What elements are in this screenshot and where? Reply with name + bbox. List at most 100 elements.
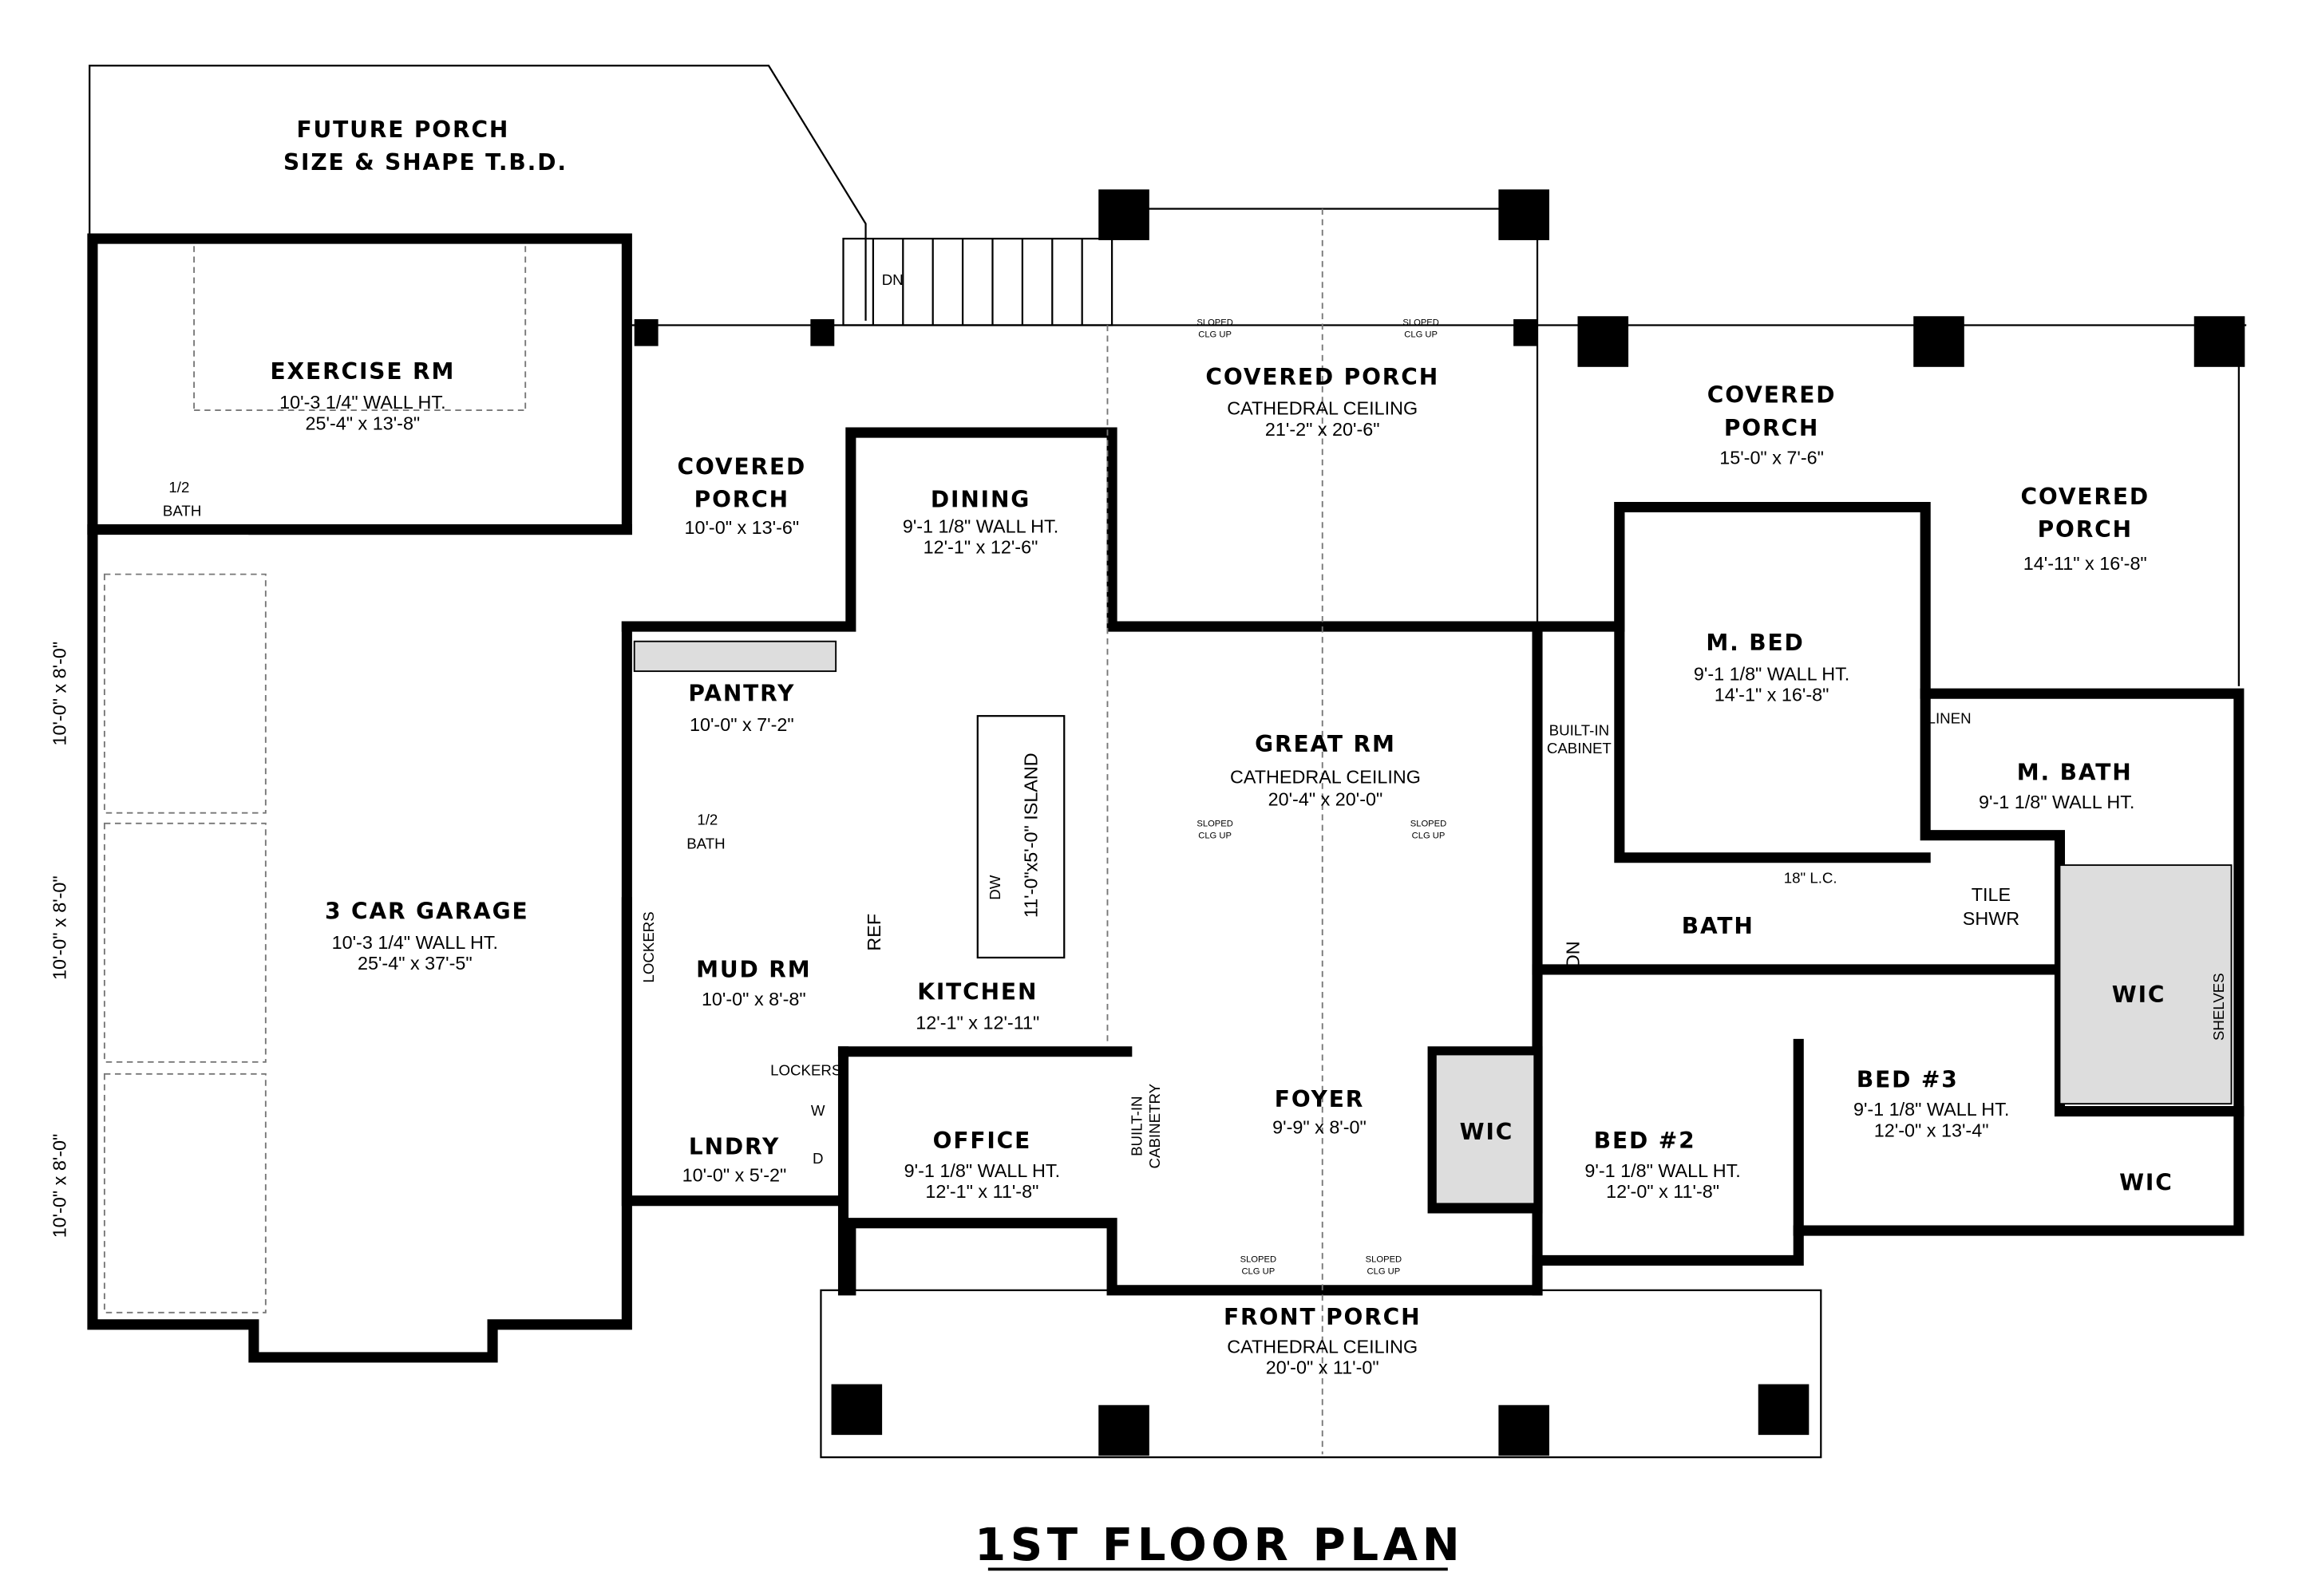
foyer-size: 9'-9" x 8'-0": [1272, 1117, 1367, 1138]
svg-text:CLG UP: CLG UP: [1241, 1266, 1275, 1276]
master-bed-height: 9'-1 1/8" WALL HT.: [1694, 663, 1849, 684]
island-label: 11'-0"x5'-0" ISLAND: [1021, 753, 1042, 918]
builtin-cabinet-label: BUILT-IN: [1549, 721, 1609, 738]
covered-porch-right-label: COVERED: [2020, 484, 2150, 510]
front-porch-outline: [820, 1289, 1822, 1459]
kitchen-island: [976, 715, 1066, 959]
wic-label-master: WIC: [2112, 982, 2166, 1008]
future-porch-label: FUTURE PORCH: [296, 117, 509, 143]
future-porch-note: SIZE & SHAPE T.B.D.: [283, 149, 568, 176]
rear-porch-label: COVERED PORCH: [1205, 364, 1439, 390]
dining-label: DINING: [931, 487, 1030, 513]
garage-door-3: 10'-0" x 8'-0": [49, 1134, 69, 1238]
bed3-size: 12'-0" x 13'-4": [1874, 1120, 1989, 1140]
pantry-label: PANTRY: [688, 681, 795, 707]
front-porch-ceiling: CATHEDRAL CEILING: [1227, 1336, 1418, 1357]
office-height: 9'-1 1/8" WALL HT.: [904, 1160, 1060, 1181]
office-size: 12'-1" x 11'-8": [925, 1181, 1038, 1202]
builtin-cabinetry-label-2: CABINETRY: [1146, 1083, 1163, 1168]
porch-columns: [634, 189, 2245, 1456]
bed2-label: BED #2: [1594, 1128, 1696, 1154]
mud-room-label: MUD RM: [696, 956, 811, 982]
garage-door-1: 10'-0" x 8'-0": [49, 642, 69, 746]
kitchen-label: KITCHEN: [917, 978, 1038, 1005]
garage-size: 25'-4" x 37'-5": [358, 953, 473, 974]
half-bath-2-label: 1/2: [697, 812, 718, 828]
washer-label: W: [811, 1102, 825, 1119]
builtin-cabinetry-label: BUILT-IN: [1128, 1096, 1145, 1156]
bed3-height: 9'-1 1/8" WALL HT.: [1853, 1099, 2009, 1120]
svg-text:SLOPED: SLOPED: [1402, 318, 1438, 327]
linen-closet-label: 18" L.C.: [1784, 870, 1837, 887]
wic-closet: [1434, 1053, 1536, 1205]
covered-porch-left-label-2: PORCH: [694, 487, 789, 513]
svg-text:CLG UP: CLG UP: [1198, 831, 1232, 840]
half-bath-label: 1/2: [168, 479, 189, 496]
covered-porch-mid-size: 15'-0" x 7'-6": [1719, 447, 1824, 468]
exercise-room-label: EXERCISE RM: [271, 358, 456, 385]
covered-porch-left-size: 10'-0" x 13'-6": [684, 517, 799, 538]
refrigerator-label: REF: [864, 914, 884, 951]
great-room-label: GREAT RM: [1255, 731, 1396, 757]
laundry-label: LNDRY: [689, 1134, 780, 1160]
wic-label-bed3: WIC: [2119, 1170, 2173, 1196]
svg-text:SLOPED: SLOPED: [1366, 1254, 1402, 1264]
svg-text:SLOPED: SLOPED: [1240, 1254, 1276, 1264]
stairs-down-label: DN: [1562, 941, 1583, 968]
builtin-cabinet-label-2: CABINET: [1547, 740, 1612, 757]
future-porch-outline: [89, 65, 867, 321]
rear-porch-outline: [627, 207, 2247, 686]
pantry-shelves: [633, 640, 837, 673]
svg-text:CLG UP: CLG UP: [1412, 831, 1446, 840]
svg-text:CLG UP: CLG UP: [1404, 330, 1438, 339]
master-bath-height: 9'-1 1/8" WALL HT.: [1979, 792, 2134, 812]
half-bath-2-label-2: BATH: [686, 836, 725, 852]
garage-height: 10'-3 1/4" WALL HT.: [332, 932, 498, 953]
dryer-label: D: [813, 1150, 824, 1167]
dishwasher-label: DW: [987, 875, 1003, 899]
great-room-size: 20'-4" x 20'-0": [1268, 788, 1383, 809]
bed2-height: 9'-1 1/8" WALL HT.: [1584, 1160, 1740, 1181]
svg-text:SLOPED: SLOPED: [1410, 820, 1446, 829]
pantry-size: 10'-0" x 7'-2": [690, 714, 794, 735]
office-label: OFFICE: [933, 1128, 1032, 1154]
foyer-label: FOYER: [1275, 1086, 1364, 1112]
laundry-size: 10'-0" x 5'-2": [682, 1164, 787, 1185]
svg-text:CLG UP: CLG UP: [1198, 330, 1232, 339]
garage-label: 3 CAR GARAGE: [325, 898, 529, 924]
master-bed-size: 14'-1" x 16'-8": [1715, 685, 1829, 705]
master-bed-label: M. BED: [1706, 630, 1804, 656]
shower-label: TILE: [1972, 884, 2011, 905]
bed3-label: BED #3: [1857, 1067, 1959, 1093]
front-porch-size: 20'-0" x 11'-0": [1266, 1357, 1379, 1377]
svg-text:CLG UP: CLG UP: [1367, 1266, 1401, 1276]
svg-text:SLOPED: SLOPED: [1197, 820, 1232, 829]
lockers-label: LOCKERS: [640, 911, 657, 982]
front-porch-label: FRONT PORCH: [1224, 1304, 1422, 1330]
lockers-label-2: LOCKERS: [770, 1062, 841, 1079]
great-room-ceiling: CATHEDRAL CEILING: [1230, 766, 1421, 787]
dining-size: 12'-1" x 12'-6": [924, 536, 1038, 557]
wic-label-bed2: WIC: [1460, 1119, 1514, 1145]
linen-label: LINEN: [1928, 710, 1972, 727]
covered-porch-right-label-2: PORCH: [2038, 516, 2133, 543]
shelves-label: SHELVES: [2210, 973, 2227, 1041]
svg-text:SLOPED: SLOPED: [1197, 318, 1232, 327]
stair-treads: [872, 239, 1083, 326]
exercise-room-size: 25'-4" x 13'-8": [306, 413, 421, 433]
sloped-ceiling-notes: SLOPED CLG UP SLOPED CLG UP SLOPED CLG UP S…: [1197, 318, 1446, 1276]
garage-door-2: 10'-0" x 8'-0": [49, 875, 69, 980]
bed2-size: 12'-0" x 11'-8": [1606, 1181, 1719, 1202]
exercise-room-height: 10'-3 1/4" WALL HT.: [279, 392, 445, 413]
covered-porch-left-label: COVERED: [678, 453, 807, 480]
shower-label-2: SHWR: [1963, 908, 2019, 929]
half-bath-label-2: BATH: [163, 503, 201, 519]
wic-shelves: [2059, 864, 2233, 1105]
rear-porch-size: 21'-2" x 20'-6": [1265, 419, 1380, 440]
rear-stairs-down-label: DN: [882, 271, 904, 288]
walls: [87, 233, 2245, 1363]
mud-room-size: 10'-0" x 8'-8": [702, 989, 806, 1009]
plan-title: 1ST FLOOR PLAN: [975, 1519, 1464, 1571]
covered-porch-mid-label-2: PORCH: [1724, 415, 1819, 441]
covered-porch-right-size: 14'-11" x 16'-8": [2023, 553, 2147, 574]
